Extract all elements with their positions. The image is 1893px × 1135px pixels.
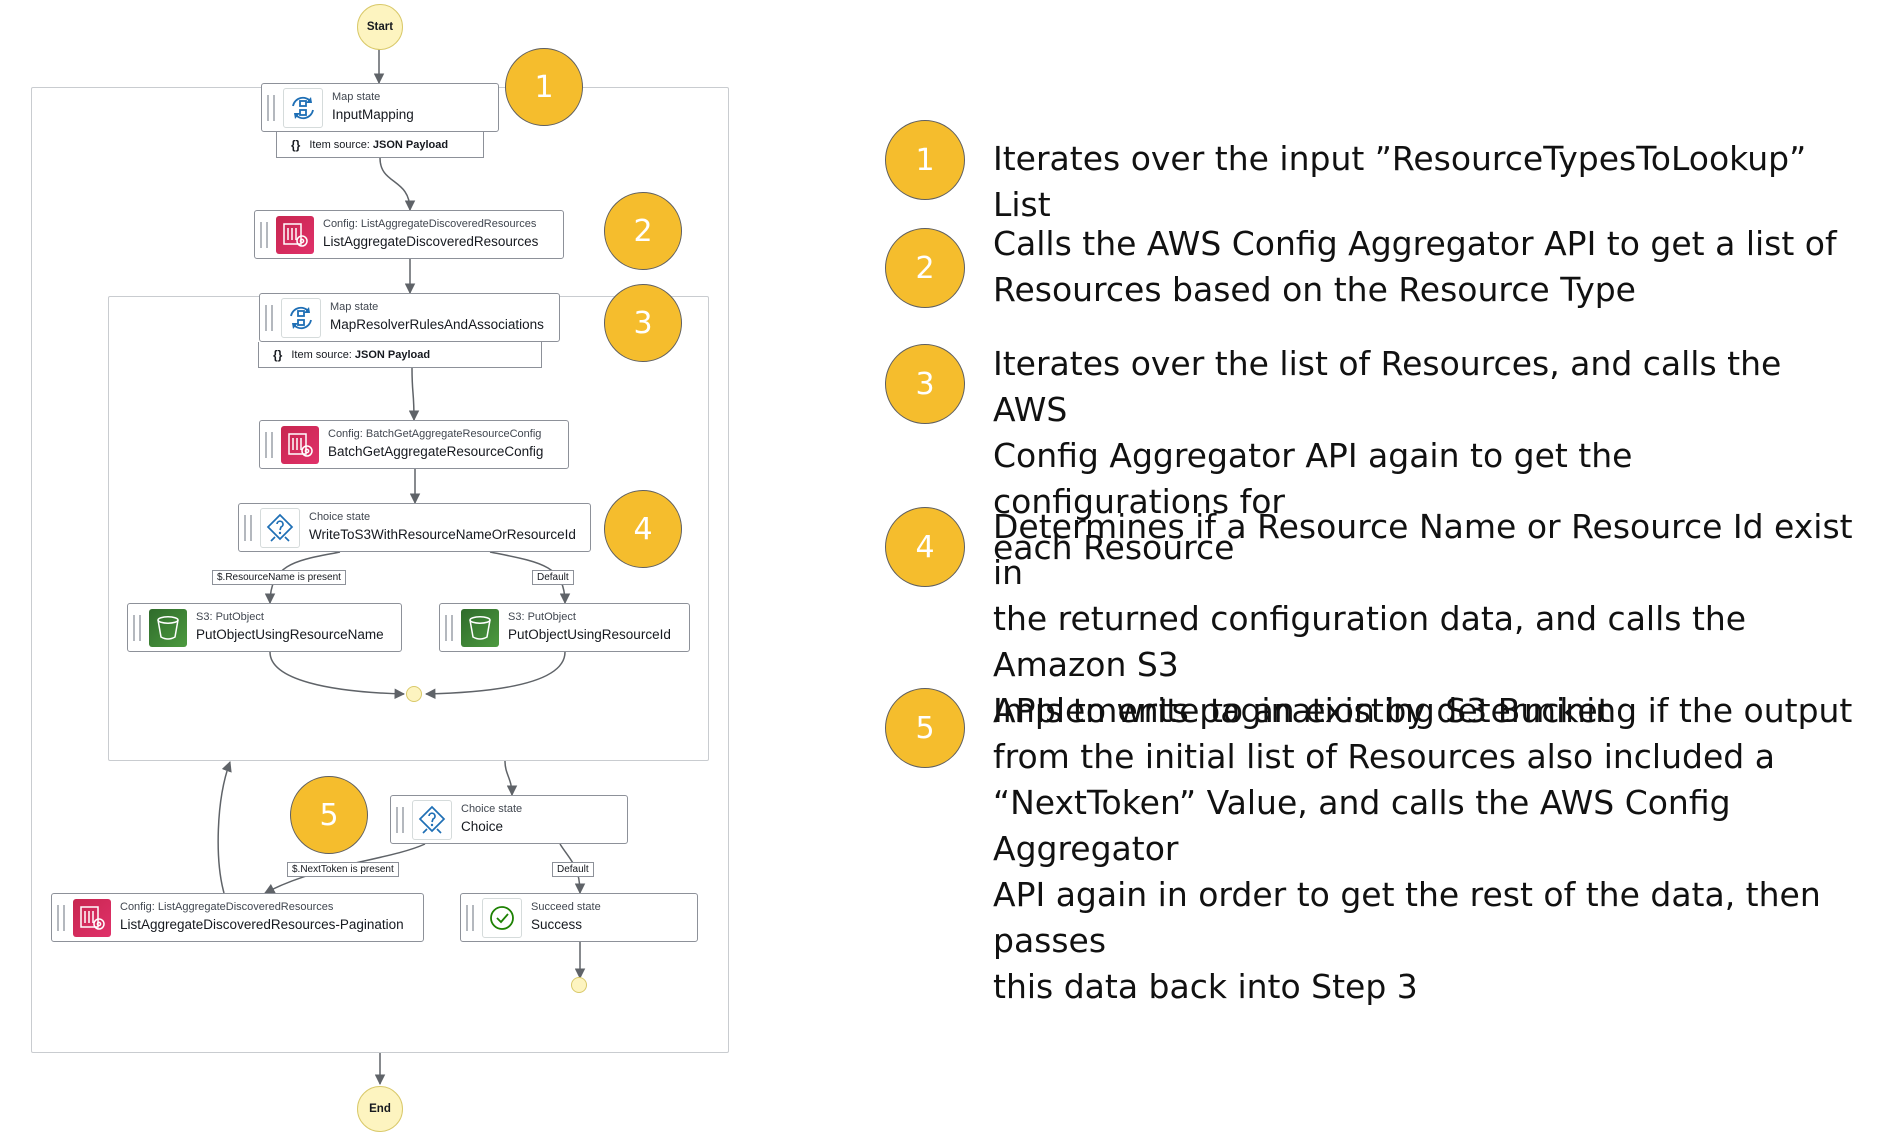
legend-item-5: 5 Implements pagination by determining i… <box>885 688 1865 1010</box>
legend-item-2: 2 Calls the AWS Config Aggregator API to… <box>885 224 1865 313</box>
node-type: Choice state <box>309 511 371 524</box>
item-source-prefix: Item source: <box>291 348 352 361</box>
node-pagination[interactable]: Config: ListAggregateDiscoveredResources… <box>51 893 424 942</box>
node-name: PutObjectUsingResourceName <box>196 626 384 642</box>
drag-handle[interactable] <box>466 904 474 931</box>
drag-handle[interactable] <box>445 614 453 641</box>
edge-label-next-token: $.NextToken is present <box>287 862 399 877</box>
node-type: Succeed state <box>531 901 601 914</box>
edge-pagination-loop <box>217 761 232 894</box>
node-type: Choice state <box>461 803 523 816</box>
legend-text: Iterates over the list of Resources, and… <box>993 344 1782 567</box>
legend-badge: 1 <box>885 120 965 200</box>
choice-icon <box>260 507 300 548</box>
node-name: WriteToS3WithResourceNameOrResourceId <box>309 526 576 542</box>
drag-handle[interactable] <box>396 806 404 833</box>
item-source-prefix: Item source: <box>309 138 370 151</box>
node-type: S3: PutObject <box>196 611 264 624</box>
edge-putid-merge <box>424 651 566 700</box>
step-badge-4: 4 <box>604 490 682 568</box>
edge-label-default: Default <box>532 570 574 585</box>
drag-handle[interactable] <box>57 904 65 931</box>
edge-label-default: Default <box>552 862 594 877</box>
braces-icon: {} <box>273 347 283 362</box>
step-badge-1: 1 <box>505 48 583 126</box>
start-node[interactable]: Start <box>357 4 403 50</box>
step-badge-2: 2 <box>604 192 682 270</box>
legend-badge: 5 <box>885 688 965 768</box>
node-name: ListAggregateDiscoveredResources-Paginat… <box>120 916 404 932</box>
map-state-icon <box>283 87 323 128</box>
legend-text: Calls the AWS Config Aggregator API to g… <box>993 224 1837 309</box>
config-icon <box>276 215 314 254</box>
config-icon <box>73 898 111 937</box>
s3-bucket-icon <box>461 608 499 647</box>
edge-inputmapping-list <box>379 157 416 212</box>
legend-badge: 3 <box>885 344 965 424</box>
node-name: PutObjectUsingResourceId <box>508 626 671 642</box>
node-name: Choice <box>461 818 504 834</box>
step-badge-3: 3 <box>604 284 682 362</box>
drag-handle[interactable] <box>244 514 252 541</box>
node-type: Map state <box>330 301 379 314</box>
drag-handle[interactable] <box>267 94 275 121</box>
choice-icon <box>412 799 452 840</box>
node-type: Map state <box>332 91 381 104</box>
step-badge-5: 5 <box>290 776 368 854</box>
node-name: ListAggregateDiscoveredResources <box>323 233 539 249</box>
legend-text: Implements pagination by determining if … <box>993 691 1853 1006</box>
braces-icon: {} <box>291 137 301 152</box>
edge-mapresolver-choice <box>504 760 518 797</box>
legend-badge: 2 <box>885 228 965 308</box>
node-name: MapResolverRulesAndAssociations <box>330 316 544 332</box>
item-source-value: JSON Payload <box>372 138 449 151</box>
node-type: Config: BatchGetAggregateResourceConfig <box>328 428 542 441</box>
drag-handle[interactable] <box>133 614 141 641</box>
drag-handle[interactable] <box>260 221 268 248</box>
legend-item-4: 4 Determines if a Resource Name or Resou… <box>885 507 1865 734</box>
edge-mapresolver-batch <box>408 367 420 422</box>
merge-point <box>406 686 422 702</box>
item-source-value: JSON Payload <box>354 348 431 361</box>
item-source-input-mapping: {} Item source:JSON Payload <box>276 132 484 158</box>
check-circle-icon <box>482 897 522 938</box>
drag-handle[interactable] <box>265 431 273 458</box>
end-node[interactable]: End <box>357 1086 403 1132</box>
success-end-point <box>571 977 587 993</box>
edge-choice-putid <box>489 551 571 605</box>
node-list-aggregate-resources[interactable]: Config: ListAggregateDiscoveredResources… <box>254 210 564 259</box>
map-state-icon <box>281 297 321 338</box>
node-name: InputMapping <box>332 106 414 122</box>
node-name: Success <box>531 916 583 932</box>
item-source-map-resolver: {} Item source:JSON Payload <box>258 342 542 368</box>
config-icon <box>281 425 319 464</box>
legend-item-3: 3 Iterates over the list of Resources, a… <box>885 344 1865 571</box>
legend-text: Iterates over the input ”ResourceTypesTo… <box>993 139 1807 224</box>
node-type: S3: PutObject <box>508 611 576 624</box>
edge-putname-merge <box>269 651 406 699</box>
node-name: BatchGetAggregateResourceConfig <box>328 443 544 459</box>
edge-label-resource-name: $.ResourceName is present <box>212 570 346 585</box>
node-type: Config: ListAggregateDiscoveredResources <box>120 901 334 914</box>
edge-choice-putname <box>264 551 341 605</box>
legend-text: Determines if a Resource Name or Resourc… <box>993 507 1853 730</box>
s3-bucket-icon <box>149 608 187 647</box>
drag-handle[interactable] <box>265 304 273 331</box>
legend-item-1: 1 Iterates over the input ”ResourceTypes… <box>885 120 1865 228</box>
legend-badge: 4 <box>885 507 965 587</box>
node-type: Config: ListAggregateDiscoveredResources <box>323 218 537 231</box>
